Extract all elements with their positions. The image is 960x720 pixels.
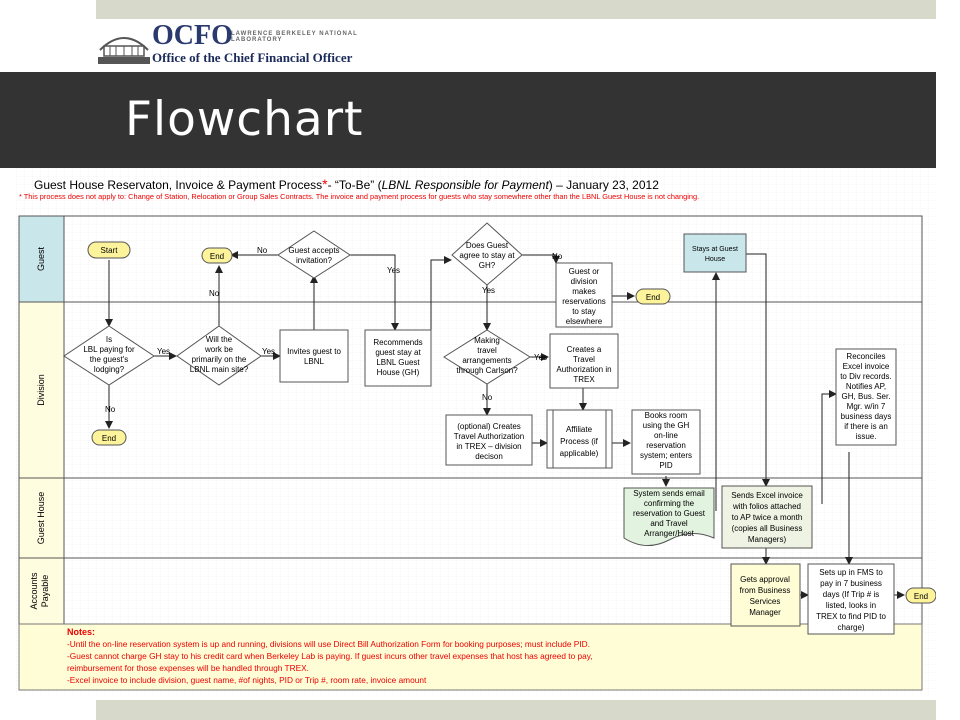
ocfo-logo: OCFO LAWRENCE BERKELEY NATIONAL LABORATO…	[96, 20, 386, 68]
swimlanes	[18, 215, 923, 691]
svg-text:Start: Start	[101, 246, 119, 255]
svg-text:No: No	[257, 246, 268, 255]
note-2: -Guest cannot charge GH stay to his cred…	[67, 651, 593, 661]
diagram-title: Guest House Reservaton, Invoice & Paymen…	[34, 176, 659, 192]
svg-text:No: No	[482, 393, 493, 402]
svg-text:Yes: Yes	[262, 347, 275, 356]
note-3: reimbursement for those expenses will be…	[67, 663, 309, 673]
branch-labels: No Yes No Yes No Yes No Yes Yes No	[105, 246, 563, 414]
start-terminator	[87, 241, 131, 259]
top-accent-bar	[96, 0, 936, 19]
title-bar: Flowchart	[0, 72, 936, 168]
lane-ap-line-2: Payable	[40, 575, 50, 608]
berkeley-lab-seal-icon	[98, 37, 150, 64]
lane-ap-line-1: Accounts	[29, 572, 39, 610]
svg-text:No: No	[105, 405, 116, 414]
svg-text:End: End	[210, 252, 224, 261]
lane-guest: Guest	[36, 246, 46, 271]
note-1: -Until the on-line reservation system is…	[67, 639, 590, 649]
process-boxes	[279, 233, 897, 635]
document-shape	[623, 487, 715, 546]
svg-text:End: End	[102, 434, 116, 443]
slide-title: Flowchart	[125, 92, 364, 147]
svg-text:Yes: Yes	[534, 353, 547, 362]
svg-text:End: End	[914, 592, 928, 601]
ocfo-full-name: Office of the Chief Financial Officer	[152, 50, 353, 65]
svg-text:Yes: Yes	[387, 266, 400, 275]
note-4: -Excel invoice to include division, gues…	[67, 675, 427, 685]
diagram-disclaimer: * This process does not apply to: Change…	[19, 192, 699, 201]
svg-text:Yes: Yes	[482, 286, 495, 295]
bottom-accent-bar	[96, 700, 936, 720]
lane-division: Division	[36, 374, 46, 406]
ocfo-lab-name: LAWRENCE BERKELEY NATIONAL LABORATORY	[231, 31, 358, 43]
svg-text:No: No	[552, 252, 563, 261]
ocfo-acronym: OCFO	[152, 20, 233, 51]
svg-text:End: End	[646, 293, 660, 302]
notes: Notes: -Until the on-line reservation sy…	[67, 627, 593, 685]
lane-guest-house: Guest House	[36, 492, 46, 545]
svg-text:No: No	[209, 289, 220, 298]
flowchart-diagram: Guest House Reservaton, Invoice & Paymen…	[16, 168, 936, 695]
svg-text:Yes: Yes	[157, 347, 170, 356]
notes-title: Notes:	[67, 627, 95, 637]
terminators: Start End End End End	[87, 241, 936, 604]
decisions	[63, 222, 531, 386]
